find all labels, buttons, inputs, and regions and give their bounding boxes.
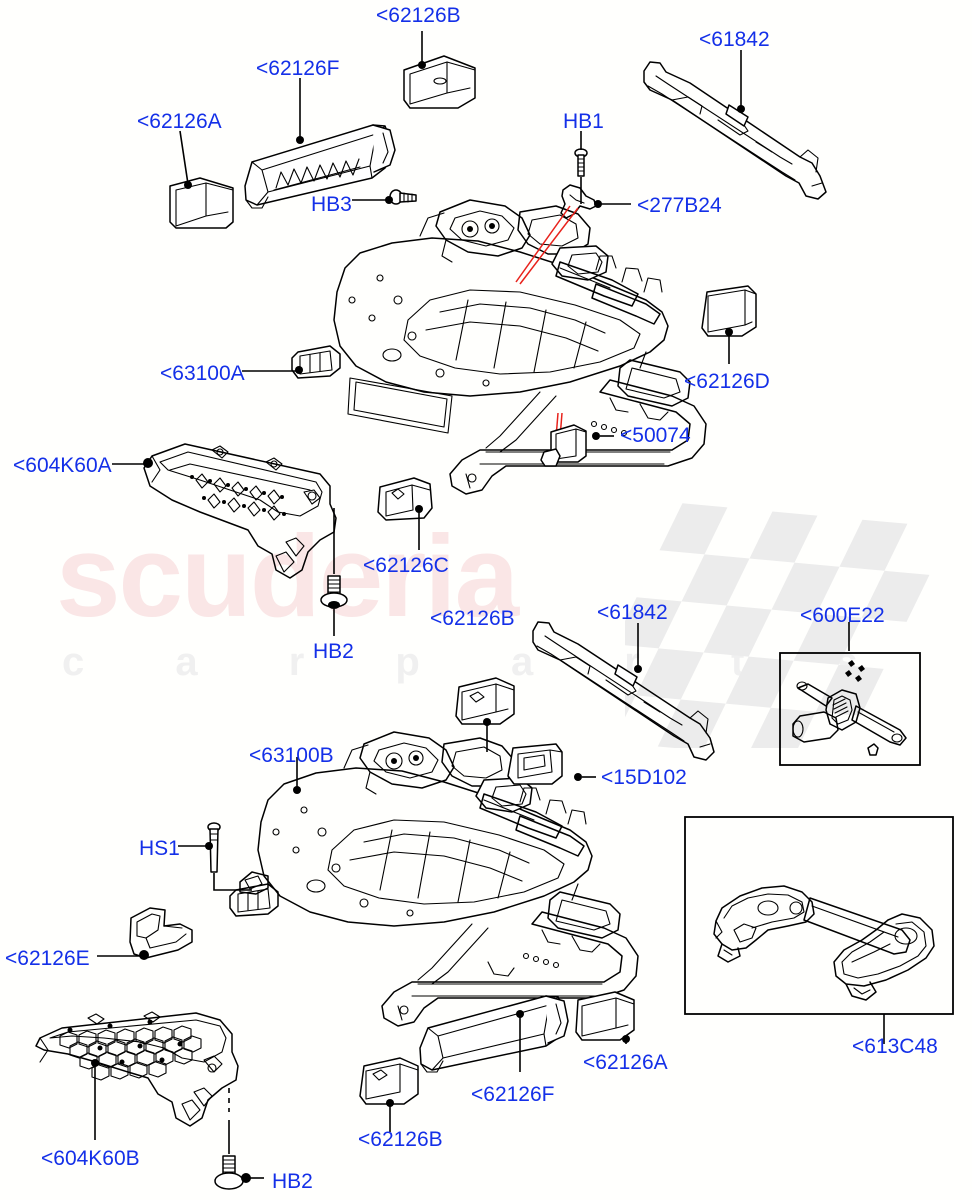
inset-box-600e22 [779, 652, 921, 766]
part-label-604k60a[interactable]: <604K60A [13, 454, 112, 477]
part-62126d-drawing [701, 285, 757, 337]
part-label-61842-top[interactable]: <61842 [699, 28, 770, 51]
part-label-613c48[interactable]: <613C48 [852, 1035, 938, 1058]
part-61842-mid-drawing [532, 621, 715, 761]
part-label-600e22[interactable]: <600E22 [800, 604, 885, 627]
part-61842-top-drawing [643, 61, 827, 200]
fastener-label-hb2-mid[interactable]: HB2 [313, 640, 354, 663]
fastener-hs1-drawing [207, 822, 221, 873]
part-label-62126a-bot[interactable]: <62126A [583, 1051, 668, 1074]
part-label-62126d[interactable]: <62126D [684, 370, 770, 393]
part-604k60b-drawing [35, 1011, 239, 1127]
part-label-62126e[interactable]: <62126E [5, 947, 90, 970]
fastener-hb3-drawing [389, 189, 417, 205]
part-62126b-top-drawing [403, 55, 476, 109]
part-label-277b24[interactable]: <277B24 [637, 194, 722, 217]
inset-box-613c48 [684, 816, 954, 1015]
part-62126b-mid-drawing [455, 677, 515, 725]
part-62126a-top-drawing [169, 177, 234, 229]
part-63100a-frame-drawing [291, 199, 707, 495]
part-label-15d102[interactable]: <15D102 [601, 766, 687, 789]
fastener-hb2-bottom-drawing [214, 1155, 244, 1190]
part-62126f-bottom-drawing [419, 995, 569, 1073]
part-label-62126f-top[interactable]: <62126F [256, 57, 340, 80]
part-label-63100a[interactable]: <63100A [160, 362, 245, 385]
part-62126a-bottom-drawing [575, 991, 635, 1041]
part-label-63100b[interactable]: <63100B [249, 744, 334, 767]
fastener-label-hs1[interactable]: HS1 [139, 837, 180, 860]
fastener-hb1-drawing [574, 148, 588, 177]
fastener-label-hb3[interactable]: HB3 [311, 193, 352, 216]
part-613c48-riser-drawing [713, 885, 935, 1001]
part-label-604k60b[interactable]: <604K60B [41, 1147, 140, 1170]
fastener-label-hb1[interactable]: HB1 [563, 110, 604, 133]
part-277b24-drawing [560, 184, 597, 219]
part-63100b-frame-drawing [229, 731, 639, 1027]
part-label-61842-mid[interactable]: <61842 [597, 601, 668, 624]
part-label-62126b-top[interactable]: <62126B [376, 4, 461, 27]
part-label-50074[interactable]: <50074 [620, 424, 691, 447]
part-label-62126b-mid[interactable]: <62126B [430, 607, 515, 630]
fastener-label-hb2-bot[interactable]: HB2 [272, 1170, 313, 1193]
part-label-62126a-top[interactable]: <62126A [137, 110, 222, 133]
part-15d102-drawing [507, 743, 563, 785]
part-600e22-motor-drawing [792, 660, 907, 756]
part-label-62126f-bot[interactable]: <62126F [471, 1083, 555, 1106]
part-label-62126b-bot[interactable]: <62126B [358, 1128, 443, 1151]
fastener-hb2-mid-drawing [320, 575, 348, 609]
part-62126f-top-drawing [244, 124, 396, 209]
part-62126c-drawing [377, 477, 433, 521]
leader-62126a-top [179, 130, 189, 185]
part-62126e-drawing [129, 907, 193, 959]
part-62126b-bottom-drawing [359, 1057, 419, 1105]
part-50074-drawing [540, 424, 587, 467]
part-label-62126c[interactable]: <62126C [363, 554, 449, 577]
part-604k60a-drawing [143, 443, 337, 579]
